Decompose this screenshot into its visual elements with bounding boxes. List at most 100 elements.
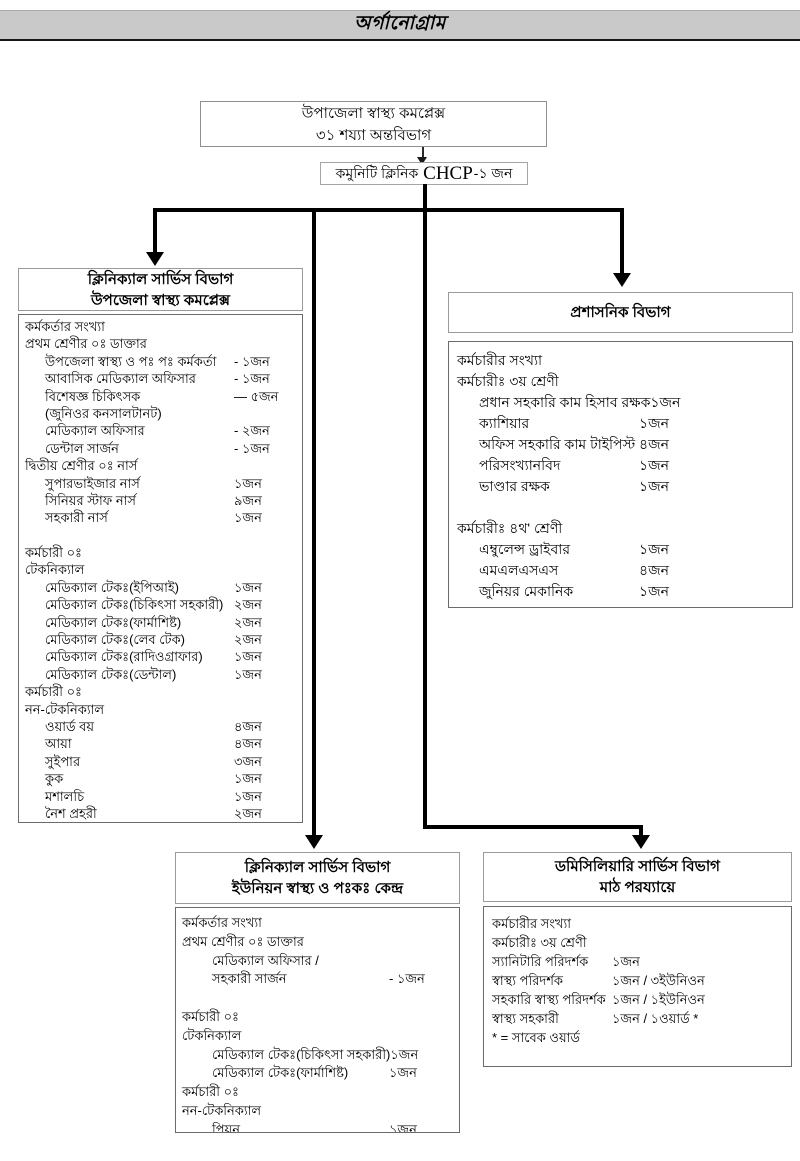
staff-row: দ্বিতীয় শ্রেণীর ০ঃ নার্স xyxy=(25,457,296,474)
staff-row: ওয়ার্ড বয়৪জন xyxy=(25,718,296,735)
staff-count: - ১জন xyxy=(234,353,270,369)
staff-label: মেডিক্যাল টেকঃ(ফার্মাশিষ্ট) xyxy=(45,614,182,630)
staff-label: ওয়ার্ড বয় xyxy=(45,718,95,734)
staff-label: আবাসিক মেডিক্যাল অফিসার xyxy=(45,371,196,387)
chcp-box: কমুনিটি ক্লিনিক CHCP -১ জন xyxy=(320,162,528,185)
staff-row: কর্মচারীর সংখ্যা xyxy=(492,915,783,934)
staff-count: ৪জন xyxy=(639,436,669,452)
staff-label: টেকনিক্যাল xyxy=(182,1027,242,1043)
staff-count: ১জন xyxy=(639,541,669,557)
staff-label: স্যানিটারি পরিদর্শক xyxy=(492,954,589,969)
staff-label: স্বাস্থ্য পরিদর্শক xyxy=(492,973,563,988)
staff-label: পিয়ন xyxy=(212,1121,240,1133)
staff-count: - ২জন xyxy=(234,423,270,439)
staff-count: ২জন xyxy=(234,632,262,648)
staff-label: জুনিয়র মেকানিক xyxy=(479,583,574,599)
dept-header-administrative: প্রশাসনিক বিভাগ xyxy=(448,292,793,333)
staff-label: মেডিক্যাল টেকঃ(চিকিৎসা সহকারী) xyxy=(45,597,224,613)
staff-label: কর্মচারীর সংখ্যা xyxy=(457,352,543,368)
staff-row: টেকনিক্যাল xyxy=(182,1027,453,1046)
dept-body-clinical-union: কর্মকর্তার সংখ্যা প্রথম শ্রেণীর ০ঃ ডাক্তা… xyxy=(175,907,460,1133)
staff-label: মেডিক্যাল অফিসার xyxy=(45,423,145,439)
staff-row: উপজেলা স্বাস্থ্য ও পঃ পঃ কর্মকর্তা- ১জন xyxy=(25,353,296,370)
arrowhead-clinical-upazila xyxy=(146,252,164,266)
staff-label: কর্মচারী ০ঃ xyxy=(25,684,82,700)
staff-count: ১জন xyxy=(639,457,669,473)
staff-row: ডেন্টাল সার্জন- ১জন xyxy=(25,440,296,457)
staff-row xyxy=(182,989,453,1008)
staff-row: * = সাবেক ওয়ার্ড xyxy=(492,1029,783,1048)
staff-label: সহকারী নার্স xyxy=(45,510,108,526)
chcp-label-suffix: -১ জন xyxy=(473,164,513,181)
staff-label: কর্মকর্তার সংখ্যা xyxy=(25,319,105,334)
staff-row xyxy=(457,496,784,517)
root-box-upazila-health-complex: উপাজেলা স্বাস্থ্য কমপ্লেক্স ৩১ শয্যা অন্… xyxy=(200,101,547,147)
staff-count: ১জন xyxy=(234,579,262,595)
connector-main-vertical xyxy=(423,184,427,829)
staff-label: মেডিক্যাল টেকঃ(লেব টেক) xyxy=(45,632,186,648)
staff-label: কর্মচারীঃ ৩য় শ্রেণী xyxy=(492,935,587,950)
staff-row: কর্মচারীঃ ৩য় শ্রেণী xyxy=(457,370,784,391)
page-title: অর্গানোগ্রাম xyxy=(354,13,446,34)
staff-row: কর্মচারীঃ ৩য় শ্রেণী xyxy=(492,934,783,953)
staff-count: ৪জন xyxy=(234,736,262,752)
staff-label: কর্মচারী ০ঃ xyxy=(25,545,82,561)
root-box-line2: ৩১ শয্যা অন্তবিভাগ xyxy=(315,127,432,144)
connector-elbow-vertical-domiciliary xyxy=(639,825,643,837)
staff-row: মেডিক্যাল টেকঃ(চিকিৎসা সহকারী)১জন xyxy=(182,1046,453,1065)
staff-label: এমএলএসএস xyxy=(479,562,559,578)
staff-label: কর্মচারীঃ ৩য় শ্রেণী xyxy=(457,373,559,389)
staff-label: নন-টেকনিক্যাল xyxy=(182,1102,262,1118)
staff-count: - ১জন xyxy=(234,371,270,387)
staff-label: কুক xyxy=(45,771,64,787)
staff-count: ৩জন xyxy=(234,753,262,769)
staff-label: মেডিক্যাল টেকঃ(ডেন্টাল) xyxy=(45,666,177,682)
staff-row: টেকনিক্যাল xyxy=(25,561,296,578)
arrowhead-administrative xyxy=(613,273,631,287)
staff-row: কর্মকর্তার সংখ্যা xyxy=(182,914,453,933)
chcp-label-latin: CHCP xyxy=(423,163,473,184)
staff-count: ৯জন xyxy=(234,492,262,508)
staff-row: আয়া৪জন xyxy=(25,735,296,752)
dept-header-line: ইউনিয়ন স্বাস্থ্য ও পঃকঃ কেন্দ্র xyxy=(231,880,404,897)
staff-row: সহকারী নার্স ১জন xyxy=(25,509,296,526)
staff-count: ১জন xyxy=(650,394,681,410)
staff-row: মেডিক্যাল অফিসার - ২জন xyxy=(25,422,296,439)
staff-label: মেডিক্যাল টেকঃ(রাদিওগ্রাফার) xyxy=(45,649,203,665)
staff-count: ১জন / ১ওয়ার্ড * xyxy=(612,1011,699,1026)
staff-label: বিশেষজ্ঞ চিকিৎসক xyxy=(45,388,141,404)
dept-body-administrative: কর্মচারীর সংখ্যা কর্মচারীঃ ৩য় শ্রেণী প্রধ… xyxy=(448,341,793,608)
staff-label: কর্মকর্তার সংখ্যা xyxy=(182,915,262,930)
staff-count: ২জন xyxy=(234,805,262,821)
staff-label: অফিস সহকারি কাম টাইপিস্ট xyxy=(479,436,636,452)
staff-label: (জুনিওর কনসালটানট) xyxy=(45,405,162,421)
staff-label: টেকনিক্যাল xyxy=(25,562,85,578)
staff-row: স্বাস্থ্য সহকারী১জন / ১ওয়ার্ড * xyxy=(492,1010,783,1029)
staff-row: কর্মচারী ০ঃ xyxy=(25,683,296,700)
staff-row: প্রথম শ্রেণীর ০ঃ ডাক্তার xyxy=(182,933,453,952)
staff-row: মেডিক্যাল টেকঃ(ফার্মাশিষ্ট) ১জন xyxy=(182,1064,453,1083)
staff-count: ২জন xyxy=(234,614,262,630)
staff-count: ১জন xyxy=(234,771,262,787)
staff-count: ১জন xyxy=(234,510,262,526)
staff-label: মেডিক্যাল টেকঃ(ফার্মাশিষ্ট) xyxy=(212,1065,349,1081)
dept-header-line: ক্লিনিক্যাল সার্ভিস বিভাগ xyxy=(87,270,234,288)
staff-row: মেডিক্যাল টেকঃ(লেব টেক) ২জন xyxy=(25,631,296,648)
staff-count: - ১জন xyxy=(234,440,270,456)
staff-count: ১জন xyxy=(639,478,669,494)
staff-row: মেডিক্যাল টেকঃ(ফার্মাশিষ্ট) ২জন xyxy=(25,614,296,631)
staff-count: ১জন xyxy=(389,1065,417,1081)
arrowhead-clinical-union xyxy=(305,835,323,849)
staff-count: - ১জন xyxy=(389,971,425,987)
connector-elbow-horizontal-domiciliary xyxy=(423,825,643,829)
dept-body-clinical-upazila: কর্মকর্তার সংখ্যাপ্রথম শ্রেণীর ০ঃ ডাক্তা… xyxy=(18,314,303,823)
staff-count: ৪জন xyxy=(639,562,669,578)
staff-row: প্রথম শ্রেণীর ০ঃ ডাক্তার xyxy=(25,335,296,352)
